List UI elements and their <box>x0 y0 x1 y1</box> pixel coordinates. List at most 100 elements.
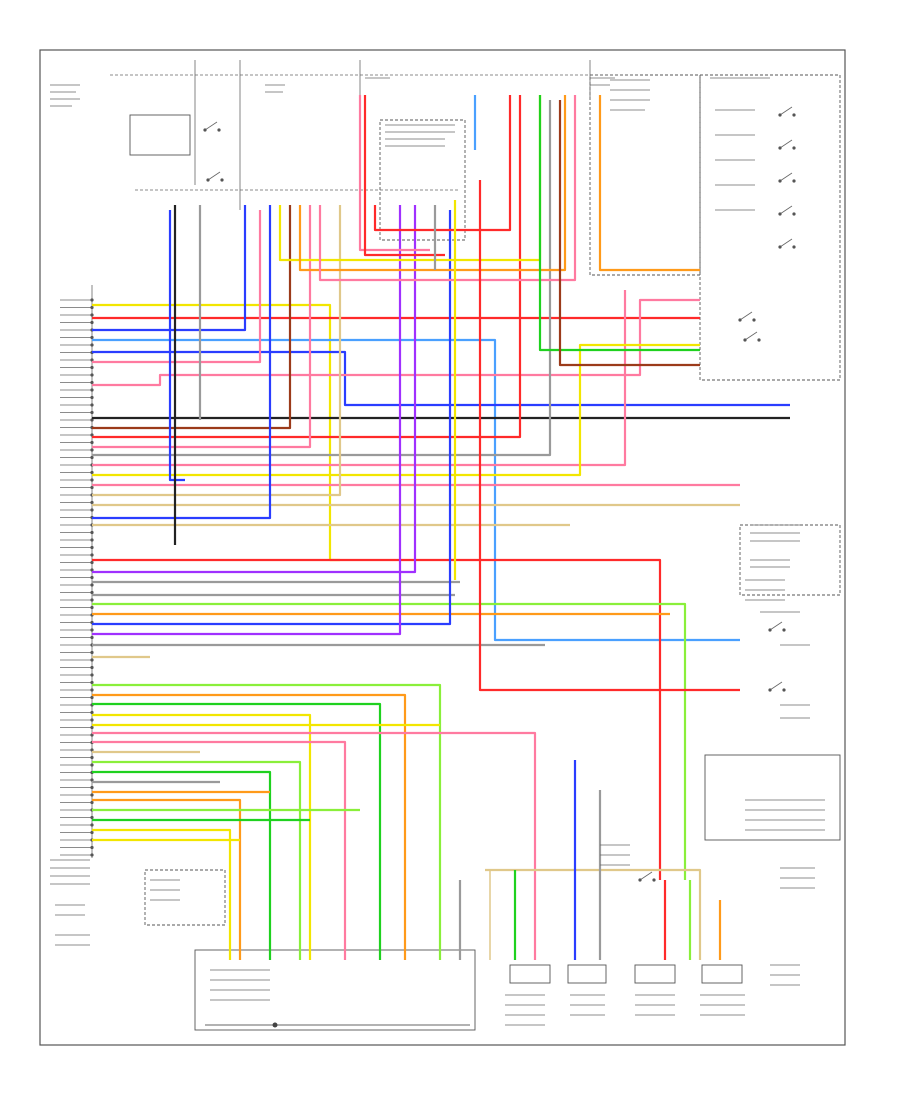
fluid-temp-connector <box>701 964 743 984</box>
ground-splice-box <box>144 869 226 926</box>
ecm-pin-dot <box>90 403 94 407</box>
od-switch-contact-pivot <box>768 628 772 632</box>
ecm-pin-dot <box>90 823 94 827</box>
wire-pink-top-2 <box>318 95 577 282</box>
ecm-pin-dot <box>90 830 94 835</box>
wire-light-green-1 <box>92 602 687 880</box>
ecm-pin-dot <box>90 440 94 445</box>
ecm-pin-dot <box>90 388 94 392</box>
wire-tan-1 <box>92 205 342 497</box>
wire-green-2 <box>92 770 272 960</box>
cluster-indicator-switch-3-pivot <box>778 212 782 216</box>
ecm-pin-dot <box>90 718 94 722</box>
ecm-pin-dot <box>90 710 94 715</box>
ecm-pin-dot <box>90 748 94 752</box>
ecm-pin-dot <box>90 605 94 610</box>
stop-light-contact <box>769 681 783 691</box>
cluster-indicator-switch-2-pivot <box>778 179 782 183</box>
wire-violet-1 <box>92 205 417 574</box>
solenoid-bank-box <box>194 949 476 1031</box>
cluster-indicator-switch-4-pivot <box>778 245 782 249</box>
tps-contact-pivot <box>638 878 642 882</box>
ecm-pin-dot <box>90 418 94 422</box>
tps-contact-contact <box>652 878 656 882</box>
ecm-pin-dot <box>90 815 94 820</box>
wire-blue-2 <box>92 350 790 407</box>
od-switch-contact <box>769 621 783 631</box>
instrument-cluster-box <box>699 74 841 381</box>
cluster-indicator-switch-0-pivot <box>778 113 782 117</box>
ecm-pin-dot <box>90 343 94 347</box>
cluster-indicator-switch-1-pivot <box>778 146 782 150</box>
wire-blue-3 <box>92 205 272 520</box>
ecm-pin-dot <box>90 410 94 415</box>
wire-green-1 <box>92 702 382 960</box>
wire-pink-4 <box>92 290 627 467</box>
ignition-switch-contact <box>220 178 224 182</box>
main-relay-switch-pivot <box>203 128 207 132</box>
ecm-pin-dot <box>90 508 94 512</box>
cluster-indicator-switch-3 <box>779 205 793 215</box>
ecm-pin-dot <box>90 598 94 602</box>
ecm-pin-dot <box>90 478 94 482</box>
ecm-pin-dot <box>90 380 94 385</box>
tps-contact <box>639 871 653 881</box>
ecm-pin-dot <box>90 763 94 767</box>
cluster-indicator-switch-0-contact <box>792 113 796 117</box>
cluster-switch-contact <box>752 318 756 322</box>
cluster-switch-pivot <box>738 318 742 322</box>
tps-connector <box>634 964 676 984</box>
data-link-box <box>704 754 841 841</box>
cluster-indicator-switch-2-contact <box>792 179 796 183</box>
vss-connector <box>509 964 551 984</box>
ecm-pin-dot <box>90 853 94 857</box>
wire-light-green-3 <box>92 760 302 960</box>
ecm-pin-dot <box>90 313 94 317</box>
wire-red-stop <box>478 180 740 692</box>
ecm-pin-dot <box>90 335 94 340</box>
ecm-pin-dot <box>90 800 94 805</box>
wire-pink-2 <box>92 298 700 387</box>
ecm-pin-dot <box>90 755 94 760</box>
cluster-indicator-switch-1-contact <box>792 146 796 150</box>
ecm-pin-dot <box>90 635 94 640</box>
ecm-pin-dot <box>90 320 94 325</box>
wire-yellow-2 <box>92 343 700 477</box>
ecm-pin-dot <box>90 688 94 692</box>
ecm-pin-dot <box>90 365 94 370</box>
wire-light-blue-1 <box>92 338 740 642</box>
wire-red-top-1 <box>363 95 445 257</box>
wire-brown-top <box>558 100 700 367</box>
ecm-pin-dot <box>90 373 94 377</box>
main-relay-switch-contact <box>217 128 221 132</box>
wire-yellow-5 <box>92 828 232 960</box>
ecm-pin-dot <box>90 733 94 737</box>
wire-blue-4 <box>92 210 452 626</box>
ecm-pin-dot <box>90 455 94 460</box>
cluster-switch-2-pivot <box>743 338 747 342</box>
ecm-pin-dot <box>90 673 94 677</box>
od-switch-contact-contact <box>782 628 786 632</box>
ecm-pin-dot <box>90 725 94 730</box>
turbine-sensor-connector <box>567 964 607 984</box>
wire-violet-2 <box>92 205 402 636</box>
ecm-pin-dot <box>90 448 94 452</box>
ecm-pin-dot <box>90 395 94 400</box>
wire-pink-top-1 <box>358 95 430 252</box>
wire-gray-1 <box>92 100 552 457</box>
ecm-pin-dot <box>90 785 94 790</box>
wire-blue-vert <box>168 210 185 482</box>
stop-light-contact-contact <box>782 688 786 692</box>
ground-point-marker <box>272 1022 278 1028</box>
power-relay-box <box>129 114 191 156</box>
ecm-pin-dot <box>90 545 94 550</box>
wire-red-3 <box>92 558 662 880</box>
wire-yellow-1 <box>92 303 340 562</box>
ecm-pin-dot <box>90 560 94 565</box>
ecm-pin-dot <box>90 845 94 850</box>
ecm-pin-dot <box>90 553 94 557</box>
wire-yellow-3 <box>92 713 312 960</box>
ecm-pin-dot <box>90 485 94 490</box>
ecm-pin-dot <box>90 583 94 587</box>
